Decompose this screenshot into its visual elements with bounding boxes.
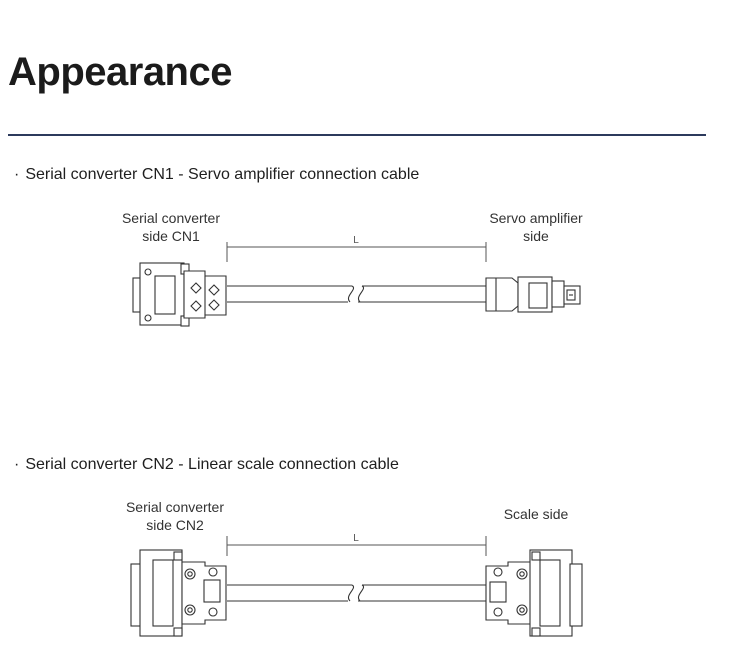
- label-line: Scale side: [503, 506, 569, 522]
- section-heading-text: Serial converter CN1 - Servo amplifier c…: [25, 166, 420, 183]
- label-line: side CN2: [146, 517, 204, 533]
- section-heading-cn2: · Serial converter CN2 - Linear scale con…: [14, 456, 399, 474]
- section-heading-cn1: · Serial converter CN1 - Servo amplifier …: [14, 166, 419, 184]
- label-line: Serial converter: [125, 499, 225, 515]
- cable: [227, 584, 486, 602]
- right-connector-label: Servo amplifier side: [476, 209, 596, 245]
- servo-connector-right: [485, 276, 581, 313]
- right-connector-label: Scale side: [486, 505, 586, 523]
- left-connector-label: Serial converter side CN1: [110, 209, 232, 245]
- cable-diagram-cn2: L: [130, 533, 583, 637]
- cable-diagram-cn1: L: [132, 235, 581, 327]
- bullet: ·: [14, 166, 20, 183]
- title-divider: [8, 134, 706, 136]
- dimension-line: [226, 536, 487, 556]
- page-title: Appearance: [8, 50, 232, 94]
- label-line: Serial converter: [121, 210, 221, 226]
- cable: [227, 285, 486, 303]
- length-label: L: [353, 235, 359, 246]
- left-connector-label: Serial converter side CN2: [114, 498, 236, 534]
- section-heading-text: Serial converter CN2 - Linear scale conn…: [25, 456, 399, 473]
- label-line: side: [523, 228, 549, 244]
- dsub-connector-right: [485, 549, 583, 637]
- length-label: L: [353, 533, 359, 544]
- dsub-connector-left: [132, 262, 227, 327]
- label-line: side CN1: [142, 228, 200, 244]
- dsub-connector-left: [130, 549, 227, 637]
- label-line: Servo amplifier: [489, 210, 583, 226]
- dimension-line: [226, 242, 487, 262]
- bullet: ·: [14, 456, 20, 473]
